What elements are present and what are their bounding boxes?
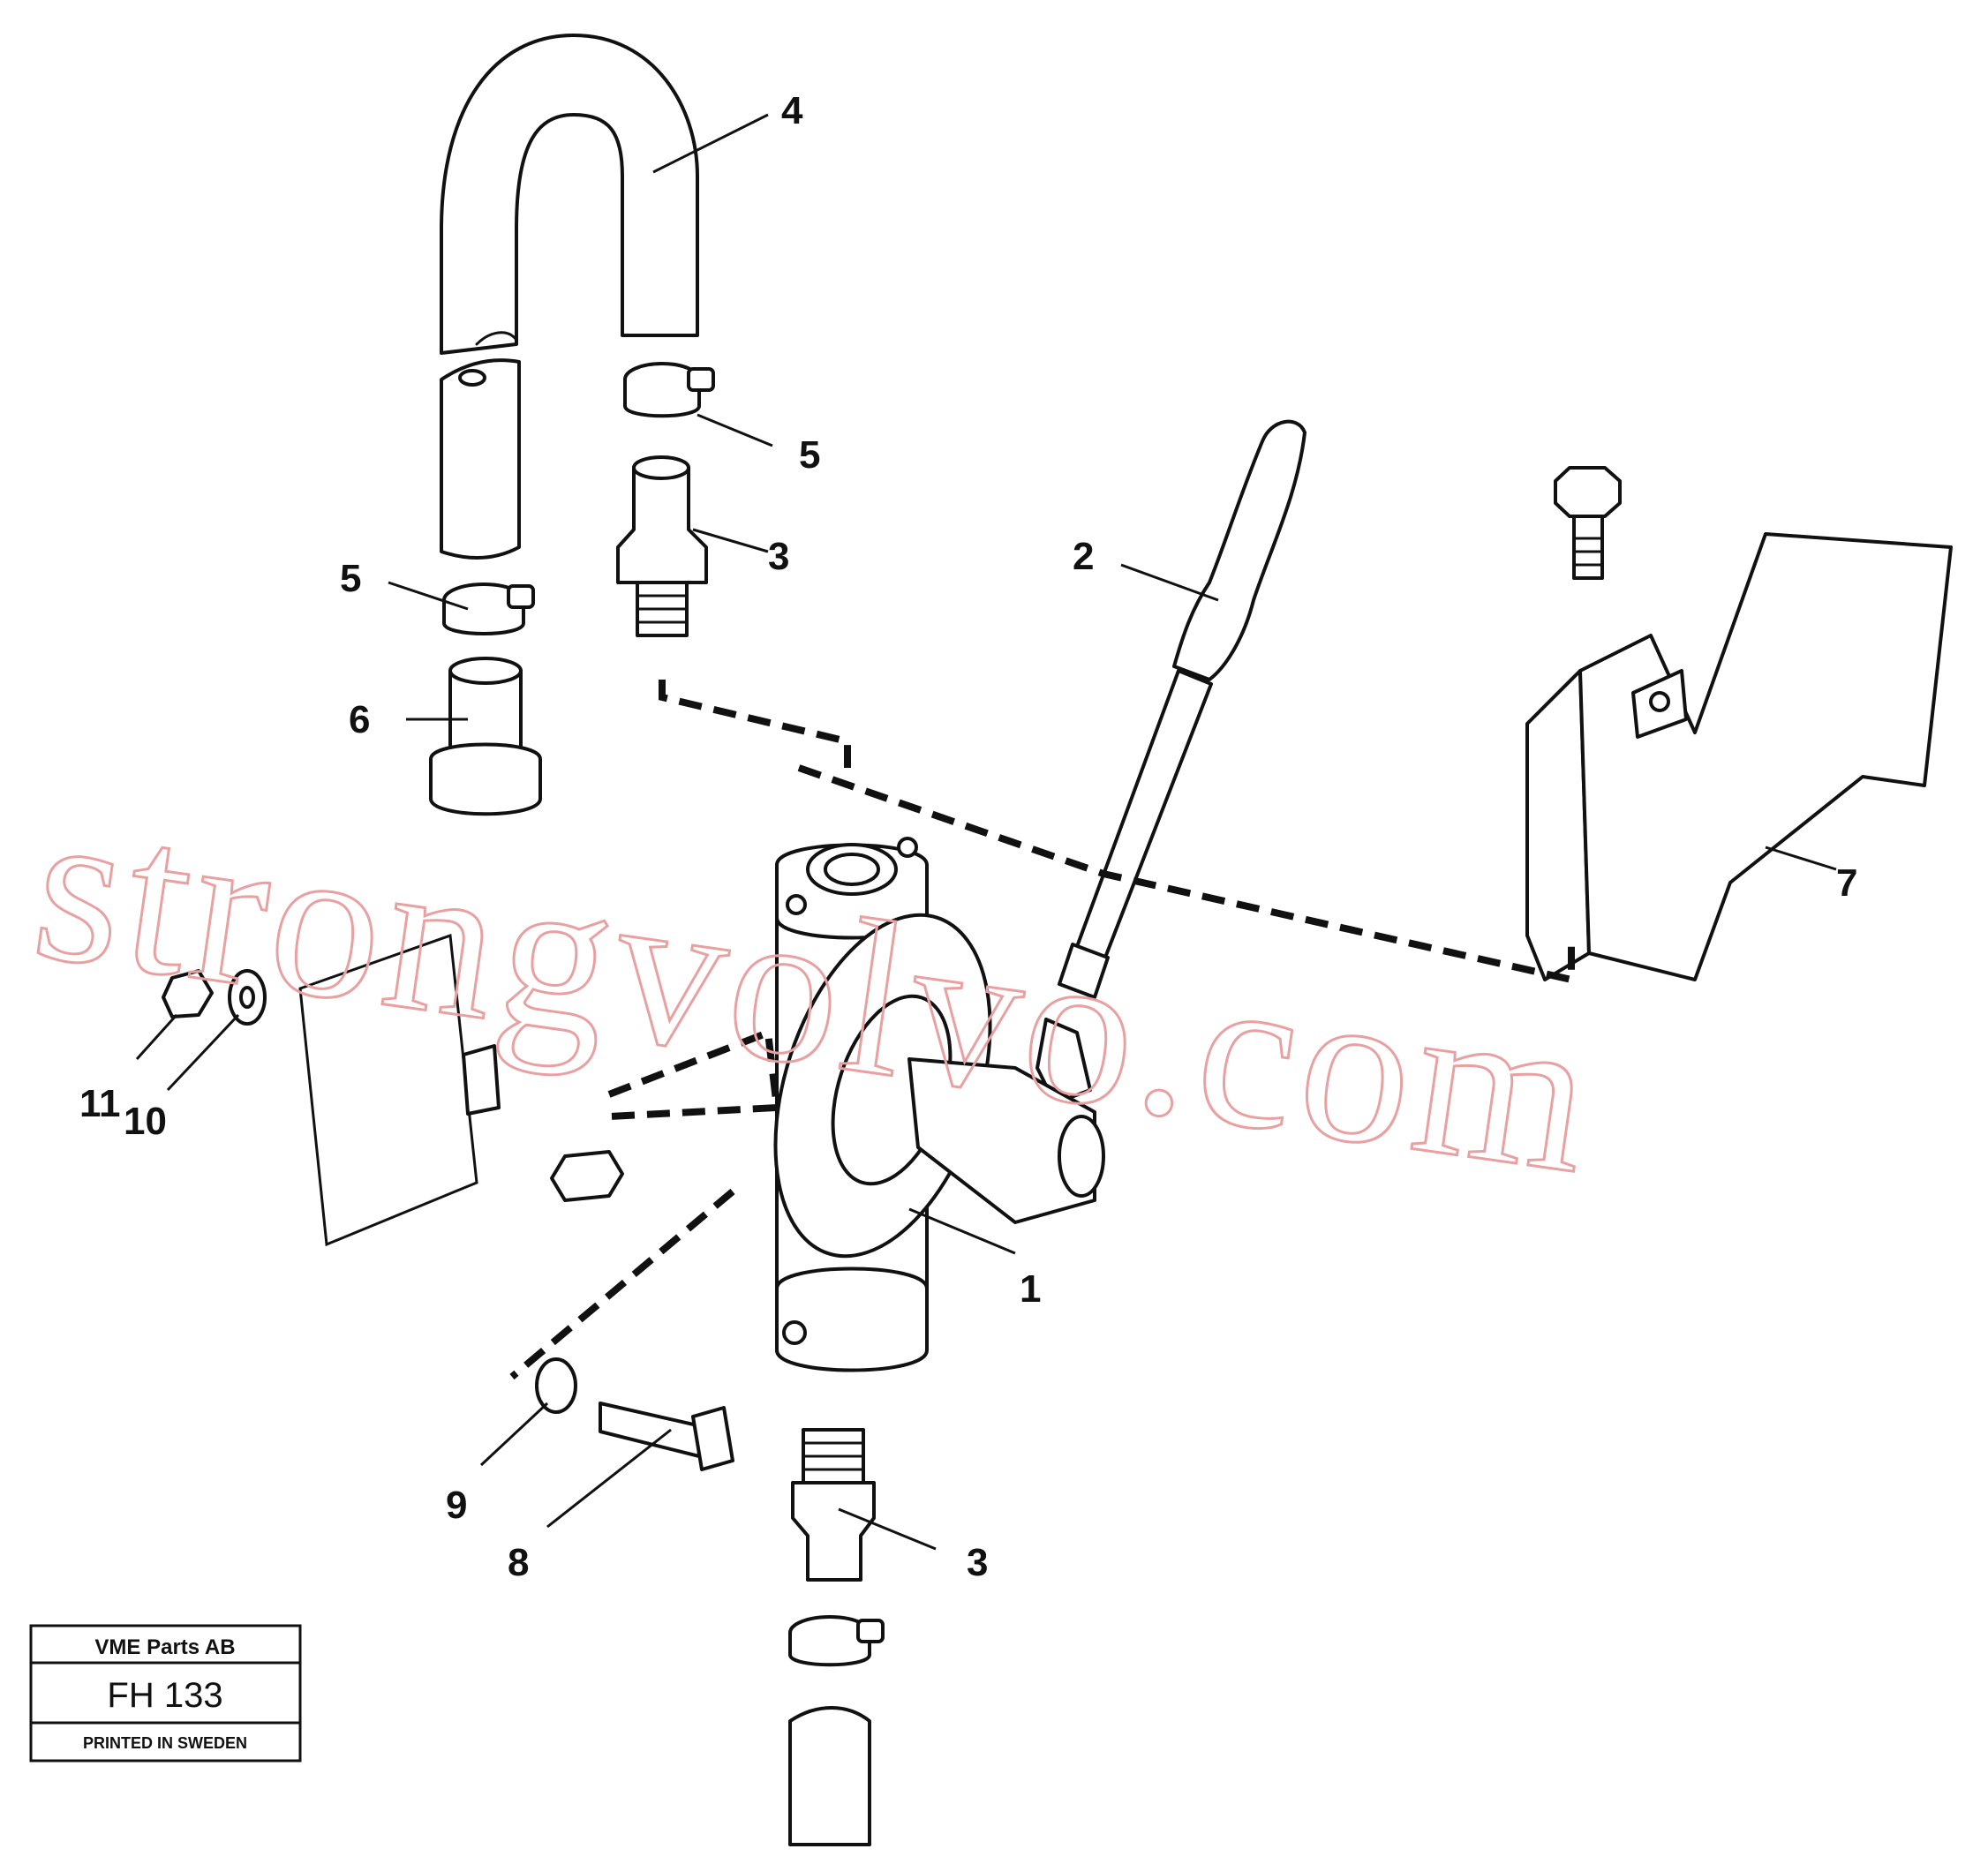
callout-11: 11 bbox=[79, 1082, 121, 1125]
nut-11 bbox=[162, 969, 214, 1018]
hose-u-bend bbox=[440, 34, 699, 355]
hose-lower-section bbox=[440, 358, 521, 560]
hose-clamp-upper bbox=[623, 362, 715, 418]
hose-lower bbox=[788, 1706, 871, 1846]
nut-center bbox=[550, 1150, 624, 1202]
callout-7: 7 bbox=[1836, 861, 1857, 905]
stamp-printed: PRINTED IN SWEDEN bbox=[83, 1734, 247, 1752]
assembly-lines bbox=[509, 680, 1575, 1380]
washer-9 bbox=[535, 1357, 577, 1414]
callout-5b: 5 bbox=[340, 557, 361, 600]
mounting-bracket bbox=[1525, 532, 1953, 981]
bracket-bolt bbox=[1554, 466, 1622, 580]
hand-pump-body bbox=[773, 837, 1105, 1372]
hose-clamp-left bbox=[442, 582, 535, 635]
callout-4: 4 bbox=[781, 89, 803, 132]
callout-2: 2 bbox=[1073, 535, 1094, 578]
stamp-company: VME Parts AB bbox=[94, 1635, 235, 1659]
hose-fitting-lower bbox=[791, 1428, 876, 1582]
callout-9: 9 bbox=[446, 1484, 467, 1527]
hose-clamp-lower bbox=[788, 1615, 885, 1667]
callout-3a: 3 bbox=[768, 535, 789, 578]
callout-5a: 5 bbox=[799, 433, 820, 477]
title-stamp: VME Parts AB FH 133 PRINTED IN SWEDEN bbox=[29, 1624, 302, 1763]
callout-10: 10 bbox=[124, 1100, 167, 1143]
hose-fitting-upper bbox=[616, 455, 708, 637]
leader-lines bbox=[135, 113, 1837, 1551]
pump-handle bbox=[1035, 419, 1307, 1105]
spacer bbox=[462, 1044, 501, 1116]
mounting-plate bbox=[298, 933, 478, 1247]
callout-3b: 3 bbox=[967, 1541, 988, 1584]
callout-6: 6 bbox=[349, 698, 370, 741]
washer-10 bbox=[228, 969, 267, 1026]
callout-8: 8 bbox=[508, 1541, 529, 1584]
callout-1: 1 bbox=[1020, 1267, 1041, 1311]
callouts: 4 5 3 2 5 6 7 11 10 1 9 8 3 bbox=[79, 89, 1857, 1584]
stamp-code: FH 133 bbox=[107, 1676, 222, 1715]
bolt-8 bbox=[599, 1402, 734, 1471]
hose-nipple bbox=[429, 657, 542, 816]
